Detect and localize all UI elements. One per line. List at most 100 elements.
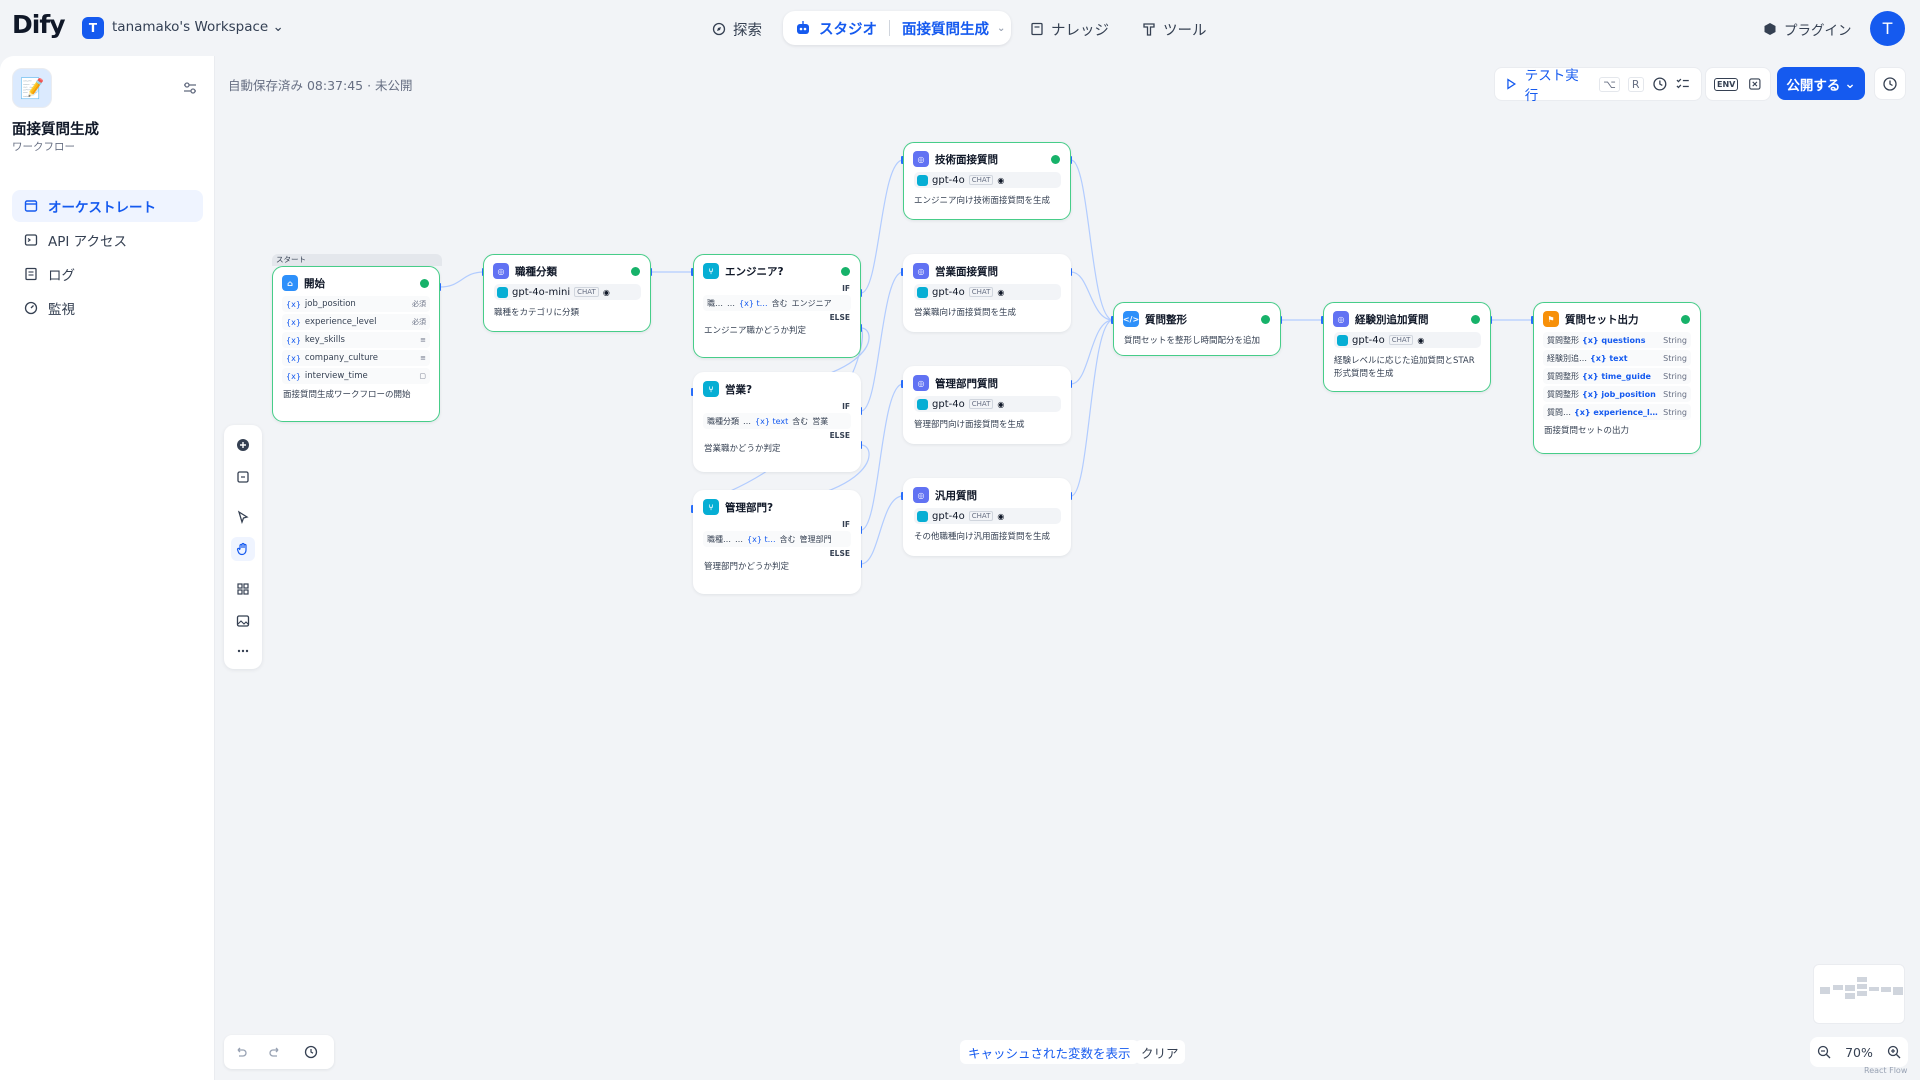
sidebar-item-orchestrate[interactable]: オーケストレート <box>12 190 203 222</box>
redo-icon[interactable] <box>268 1045 282 1059</box>
sidebar-item-label: API アクセス <box>48 234 127 250</box>
node-description: エンジニア向け技術面接質問を生成 <box>914 196 1051 206</box>
version-history-button[interactable] <box>1874 67 1906 100</box>
llm-icon: ◎ <box>913 151 929 167</box>
status-check-icon <box>631 266 640 276</box>
zoom-level[interactable]: 70% <box>1845 1044 1873 1060</box>
grid-icon <box>237 583 249 595</box>
checklist-icon[interactable] <box>1675 76 1691 92</box>
nav-studio-label: スタジオ <box>819 21 877 38</box>
node-description: 営業職向け面接質問を生成 <box>914 308 1017 318</box>
workspace-switcher[interactable]: tanamako's Workspace ⌄ <box>112 19 284 35</box>
cube-icon <box>1764 23 1776 35</box>
nav-explore[interactable]: 探索 <box>712 16 762 42</box>
branch-icon: ⑂ <box>703 499 719 515</box>
env-button[interactable]: ENV <box>1714 77 1739 91</box>
hand-mode-button[interactable] <box>231 537 255 561</box>
openai-icon <box>917 174 928 186</box>
eye-icon: ◉ <box>997 287 1005 297</box>
sidebar-item-monitor[interactable]: 監視 <box>12 292 203 324</box>
app-title: 面接質問生成 <box>12 122 99 138</box>
more-button[interactable] <box>231 639 255 663</box>
canvas-tool-panel <box>224 425 262 669</box>
workflow-canvas[interactable] <box>216 56 1920 1080</box>
eye-icon: ◉ <box>602 287 610 297</box>
llm-icon: ◎ <box>1333 311 1349 327</box>
output-var: 質問…{x} experience_l…String <box>1543 404 1691 420</box>
user-avatar[interactable]: T <box>1870 11 1905 46</box>
undo-redo-group <box>224 1035 334 1069</box>
variable-icon[interactable] <box>1748 76 1762 92</box>
if-label: IF <box>842 284 850 293</box>
sidebar-item-api[interactable]: API アクセス <box>12 224 203 256</box>
else-label: ELSE <box>829 549 850 558</box>
workspace-avatar[interactable]: T <box>82 17 104 39</box>
sliders-icon[interactable] <box>182 80 198 96</box>
node-description: 営業職かどうか判定 <box>704 444 781 454</box>
node-description: 質問セットを整形し時間配分を追加 <box>1124 336 1261 346</box>
nav-knowledge[interactable]: ナレッジ <box>1030 16 1109 42</box>
pointer-mode-button[interactable] <box>231 505 255 529</box>
node-title: エンジニア? <box>725 265 784 278</box>
openai-icon <box>917 398 928 410</box>
undo-icon[interactable] <box>234 1045 248 1059</box>
node-description: 面接質問生成ワークフローの開始 <box>283 390 411 400</box>
classifier-icon: ◎ <box>493 263 509 279</box>
node-if-manager[interactable]: ⑂管理部門? IF 職種……{x} t…含む管理部門 ELSE 管理部門かどうか… <box>693 490 861 594</box>
show-cached-vars-button[interactable]: キャッシュされた変数を表示 <box>960 1040 1139 1064</box>
node-description: エンジニア職かどうか判定 <box>704 326 807 336</box>
nav-studio[interactable]: スタジオ 面接質問生成 ⌄ <box>783 11 1011 45</box>
chevron-down-icon: ⌄ <box>997 22 1006 34</box>
organize-button[interactable] <box>231 577 255 601</box>
sidebar-item-logs[interactable]: ログ <box>12 258 203 290</box>
zoom-in-icon[interactable] <box>1887 1045 1901 1059</box>
publish-button[interactable]: 公開する⌄ <box>1777 67 1865 100</box>
image-icon <box>236 615 250 627</box>
dify-logo[interactable]: Dify <box>12 10 65 39</box>
openai-icon <box>1337 334 1348 346</box>
test-run-button[interactable]: テスト実行 <box>1524 68 1579 104</box>
nav-plugins[interactable]: プラグイン <box>1763 16 1852 42</box>
else-label: ELSE <box>829 431 850 440</box>
openai-icon <box>917 510 928 522</box>
minimap[interactable] <box>1813 964 1905 1024</box>
autosave-status: 自動保存済み 08:37:45 · 未公開 <box>228 78 413 93</box>
export-image-button[interactable] <box>231 609 255 633</box>
chevron-down-icon: ⌄ <box>272 19 284 35</box>
history-icon[interactable] <box>304 1045 318 1059</box>
history-run-icon[interactable] <box>1652 76 1668 92</box>
add-note-button[interactable] <box>231 465 255 489</box>
node-format[interactable]: </>質問整形 質問セットを整形し時間配分を追加 <box>1113 302 1281 356</box>
add-node-button[interactable] <box>231 433 255 457</box>
node-if-engineer[interactable]: ⑂エンジニア? IF 職……{x} t…含むエンジニア ELSE エンジニア職か… <box>693 254 861 358</box>
start-var: {x}interview_time▢ <box>282 368 430 384</box>
llm-icon: ◎ <box>913 263 929 279</box>
current-app-selector[interactable]: 面接質問生成 <box>902 21 989 38</box>
clear-button[interactable]: クリア <box>1135 1040 1185 1064</box>
react-flow-attribution[interactable]: React Flow <box>1864 1066 1908 1075</box>
node-title: 技術面接質問 <box>935 153 998 166</box>
status-check-icon <box>1261 314 1270 324</box>
status-check-icon <box>420 278 429 288</box>
nav-tools[interactable]: ツール <box>1142 16 1207 42</box>
play-icon <box>1507 78 1517 90</box>
minimap-preview <box>1820 977 1903 999</box>
zoom-out-icon[interactable] <box>1817 1045 1831 1059</box>
robot-icon <box>797 21 809 34</box>
shortcut-key: ⌥ <box>1599 76 1620 92</box>
